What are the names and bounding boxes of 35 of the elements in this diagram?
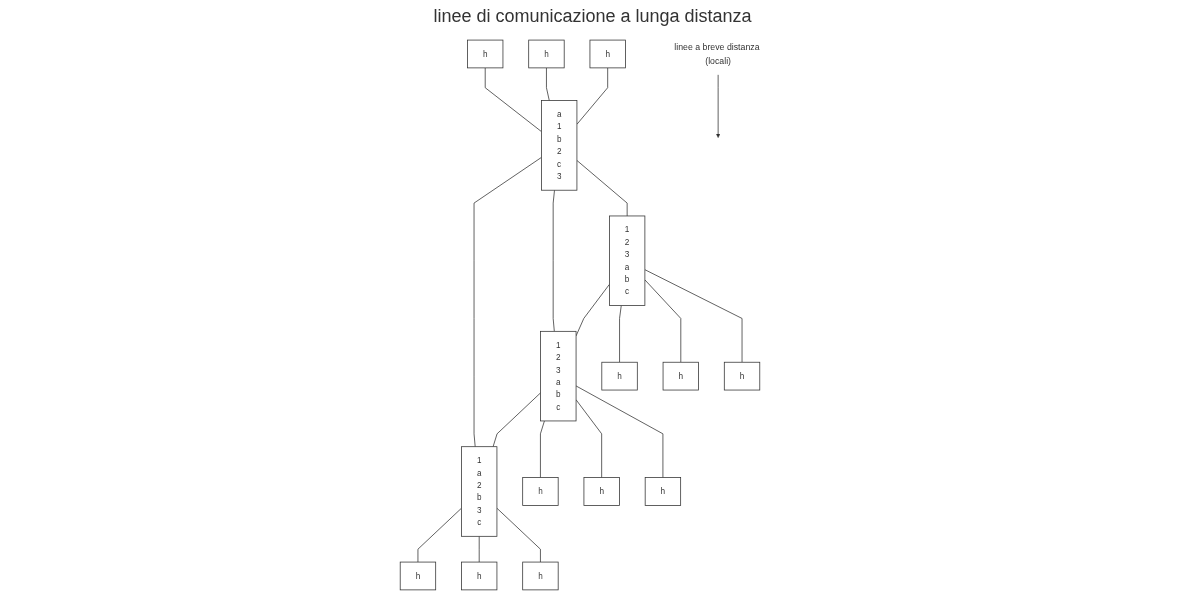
node-box: h: [662, 361, 699, 391]
connector: [576, 67, 608, 125]
connector: [575, 284, 610, 337]
node-text: linee a breve distanza (locali): [674, 42, 760, 66]
connector: [644, 269, 743, 363]
connector: [575, 399, 602, 478]
line-caption: linee di comunicazione a lunga distanza: [433, 6, 752, 27]
node-box: 1 2 3 a b c: [540, 330, 577, 422]
connector: [552, 189, 555, 332]
connector: [492, 392, 541, 448]
connector: [545, 67, 550, 101]
node-box: h: [522, 561, 559, 591]
node-box: 1 2 3 a b c: [608, 215, 646, 306]
node-box: h: [399, 561, 436, 591]
node-box: h: [522, 477, 559, 506]
node-box: h: [583, 477, 620, 506]
connector: [644, 279, 682, 363]
node-box: h: [644, 477, 681, 506]
node-box: a 1 b 2 c 3: [540, 100, 578, 191]
connector: [417, 507, 462, 563]
connector: [619, 305, 622, 363]
connector: [539, 420, 545, 478]
connector: [496, 507, 541, 563]
node-box: h: [601, 361, 638, 391]
node-box: h: [466, 39, 504, 69]
node-box: h: [460, 561, 498, 591]
connector: [473, 157, 542, 448]
connector: [576, 160, 628, 217]
node-box: h: [723, 361, 760, 391]
node-box: h: [528, 39, 565, 69]
connector: [478, 535, 480, 563]
node-box: h: [589, 39, 626, 69]
node-box: 1 a 2 b 3 c: [460, 446, 498, 537]
connector: [575, 385, 664, 478]
connector: [484, 67, 542, 132]
